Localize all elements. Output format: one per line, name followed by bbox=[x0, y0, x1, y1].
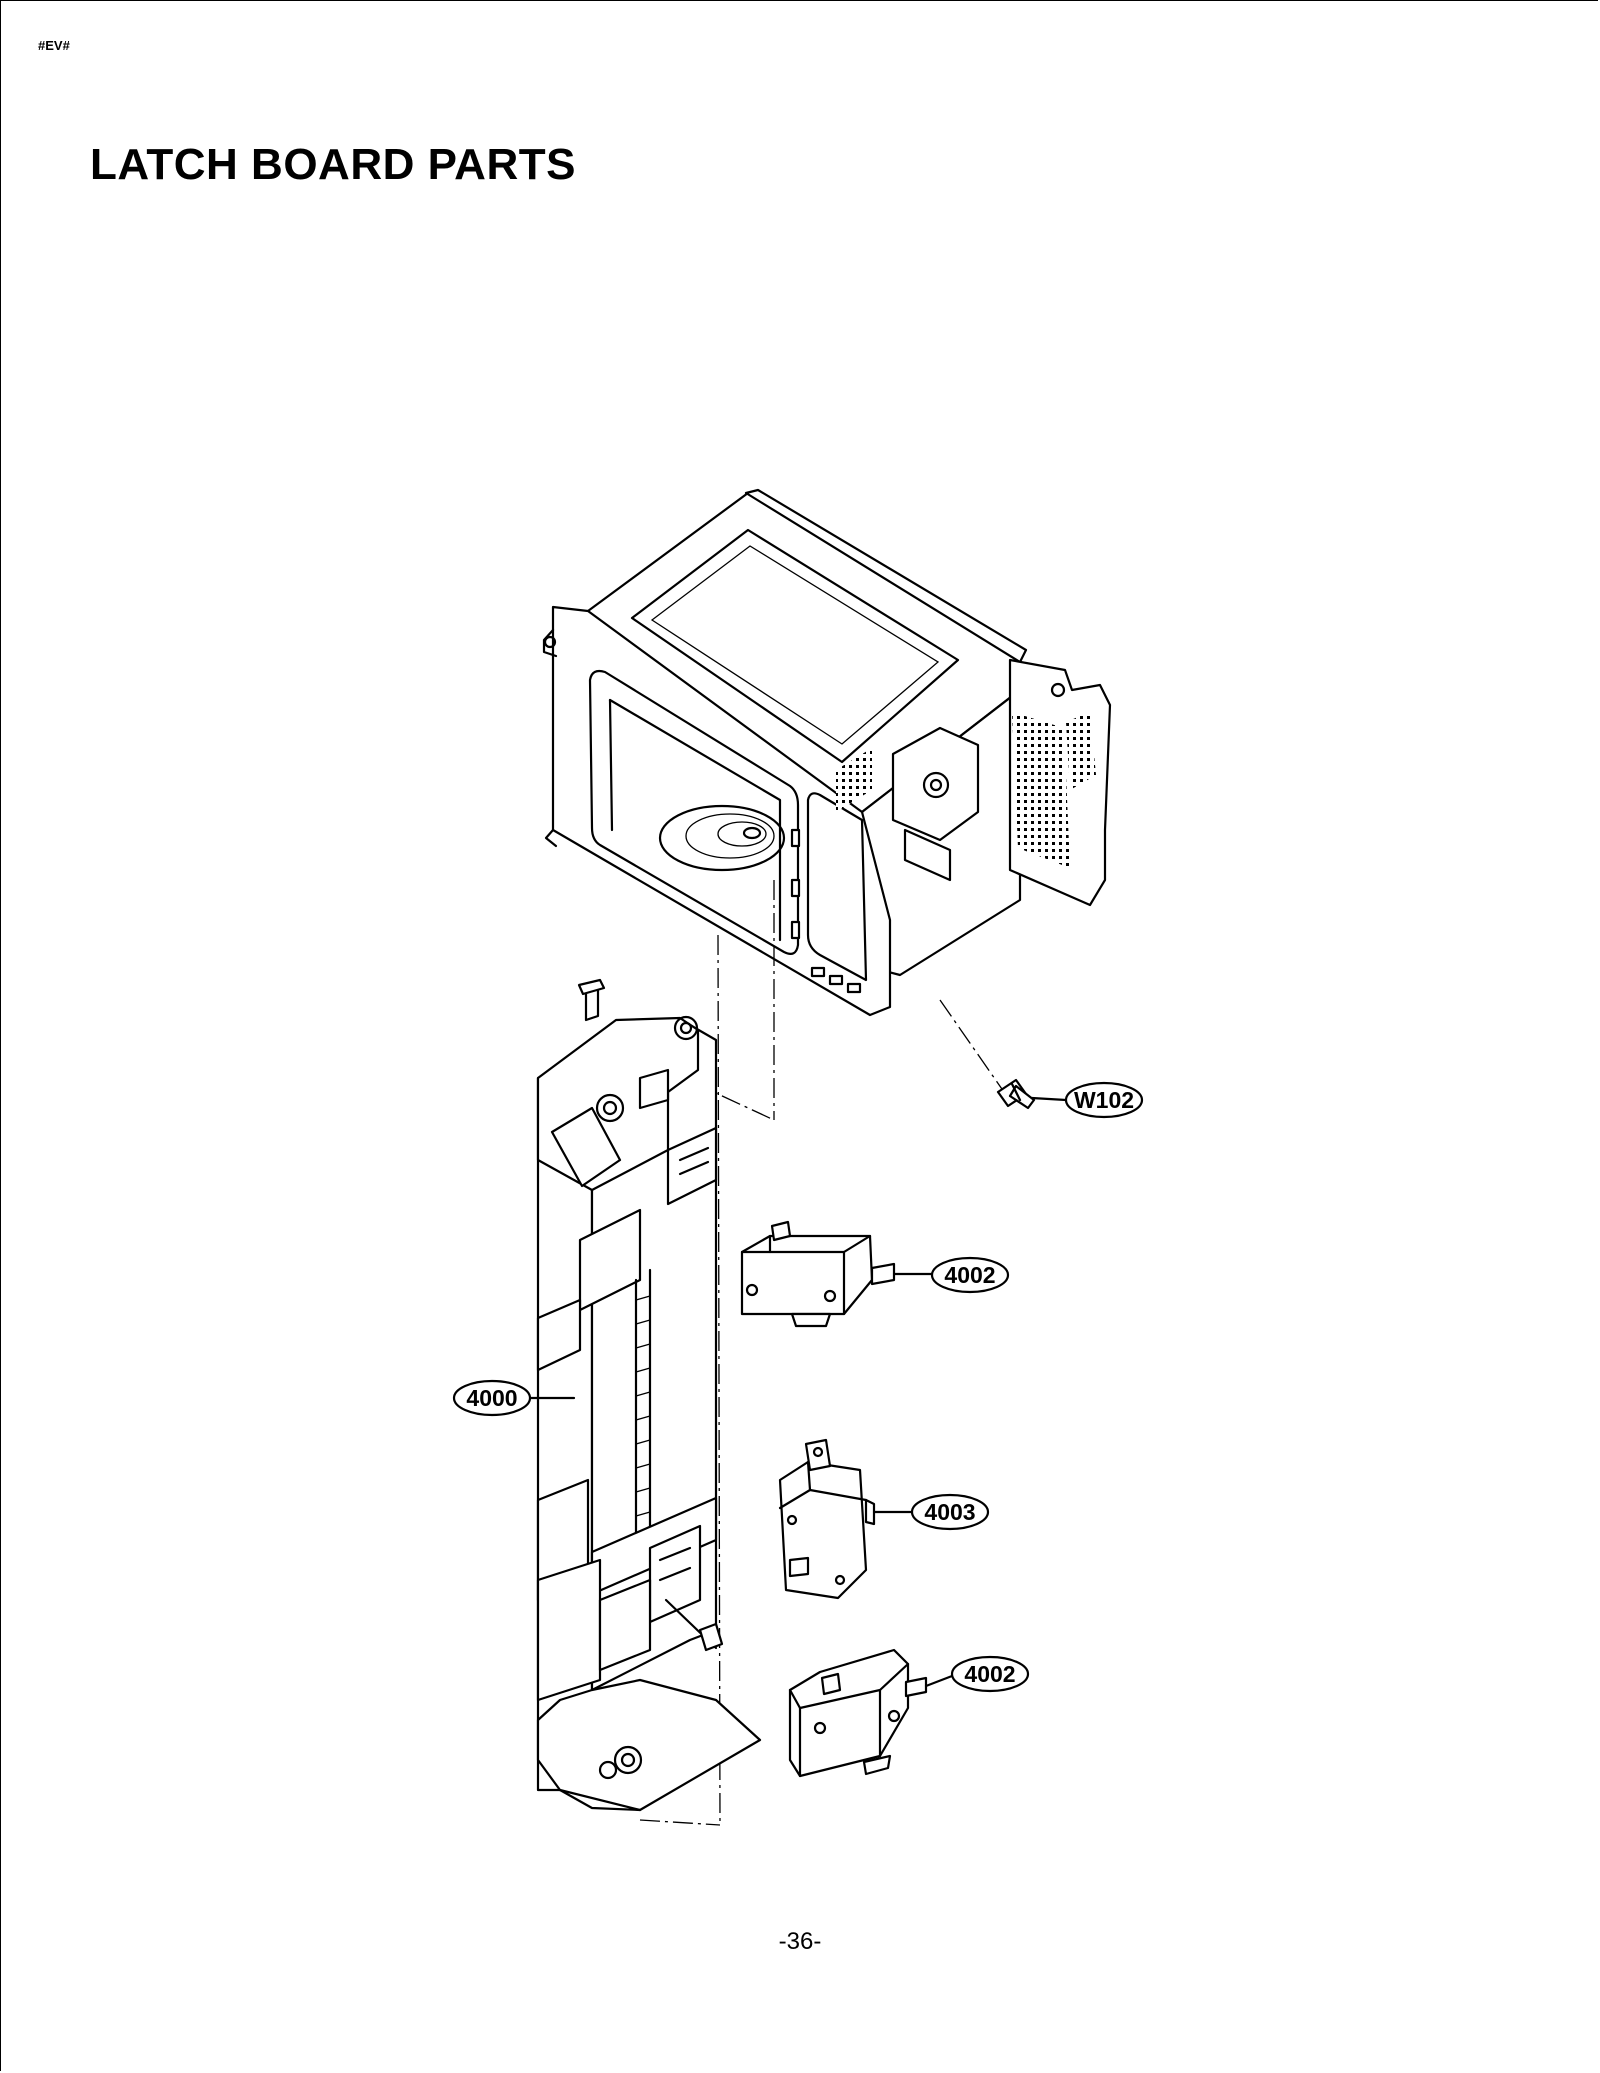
callout-4002-top: 4002 bbox=[892, 1256, 1010, 1294]
document-code: #EV# bbox=[38, 38, 70, 53]
page-title: LATCH BOARD PARTS bbox=[90, 140, 576, 189]
rear-vent-mesh bbox=[1012, 712, 1070, 868]
cavity-opening bbox=[588, 669, 800, 955]
callout-4003: 4003 bbox=[872, 1493, 990, 1531]
back-flange bbox=[744, 488, 1028, 664]
latch-opening bbox=[806, 792, 868, 982]
callout-4000: 4000 bbox=[452, 1379, 576, 1417]
switch-4002-bottom bbox=[788, 1648, 928, 1778]
latch-board-4000 bbox=[536, 978, 762, 1812]
callout-label-4003: 4003 bbox=[924, 1499, 975, 1525]
callout-4002-bottom: 4002 bbox=[924, 1655, 1030, 1693]
cavity-top-recess bbox=[630, 528, 960, 764]
turntable bbox=[658, 804, 786, 872]
page-number: -36- bbox=[778, 1928, 822, 1955]
callout-label-4002-bottom: 4002 bbox=[964, 1661, 1015, 1687]
oven-cavity-assembly bbox=[542, 488, 1112, 1017]
callout-label-4000: 4000 bbox=[466, 1385, 517, 1411]
screw-w102 bbox=[996, 1078, 1036, 1110]
assembly-guide-lines bbox=[639, 880, 1005, 1826]
latch-board-foot bbox=[536, 1678, 762, 1812]
motor-bracket bbox=[891, 726, 980, 842]
callout-label-w102: W102 bbox=[1074, 1087, 1134, 1113]
callout-w102: W102 bbox=[1030, 1081, 1144, 1119]
switch-4003 bbox=[778, 1438, 876, 1600]
callout-label-4002-top: 4002 bbox=[944, 1262, 995, 1288]
switch-4002-top bbox=[740, 1220, 896, 1328]
